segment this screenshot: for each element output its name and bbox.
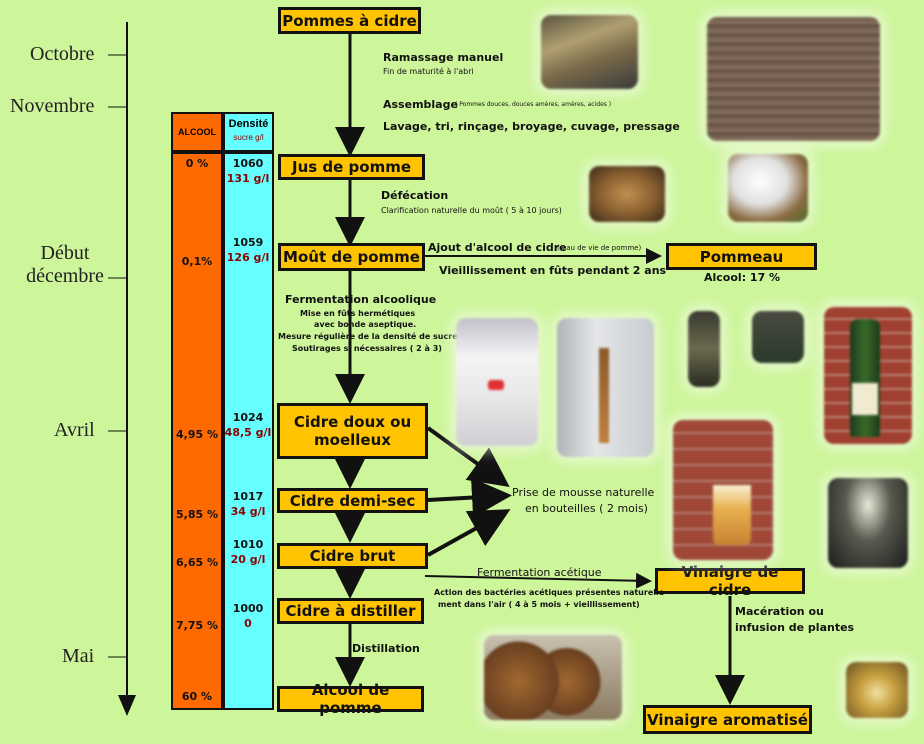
note-fermentation: Fermentation alcoolique <box>285 293 437 306</box>
product-vinaigre-de-cidre: Vinaigre de cidre <box>655 563 805 599</box>
photo-bottles-small <box>688 311 720 387</box>
note-clarification: Clarification naturelle du moût ( 5 à 10… <box>381 206 562 215</box>
alcool-value: 6,65 % <box>176 556 218 569</box>
photo-apple-sorting <box>541 15 638 89</box>
stage-cidre-a-distiller: Cidre à distiller <box>277 598 424 624</box>
alcool-header-cell <box>171 112 223 152</box>
photo-hydrometer <box>557 318 654 457</box>
alcool-value: 7,75 % <box>176 619 218 632</box>
note-prise-mousse-2: en bouteilles ( 2 mois) <box>525 502 648 515</box>
stage-jus-de-pomme: Jus de pomme <box>278 154 425 180</box>
timeline-arrowhead <box>118 695 136 716</box>
photo-pouring-cider <box>673 420 773 560</box>
photo-herbs-jar <box>846 662 908 718</box>
note-ramassage: Ramassage manuel <box>383 51 504 64</box>
stage-alcool-de-pomme: Alcool de pomme <box>277 681 424 717</box>
note-maceration-2: infusion de plantes <box>735 621 855 634</box>
densite-header: Densité <box>228 118 269 130</box>
stage-cidre-brut: Cidre brut <box>277 543 428 569</box>
photo-bottle-neck <box>752 311 804 363</box>
note-soutirages: Soutirages si nécessaires ( 2 à 3) <box>292 344 442 353</box>
stage-pommes-a-cidre: Pommes à cidre <box>278 7 421 34</box>
note-assemblage: Assemblage <box>383 98 458 111</box>
photo-cidre-bottle <box>824 307 912 444</box>
note-maturite: Fin de maturité à l'abri <box>383 67 474 76</box>
note-assemblage-detail: ( Pommes douces, douces amères, amères, … <box>455 101 612 108</box>
month-mai: Mai <box>62 645 95 667</box>
photo-must-surface <box>589 166 665 222</box>
alcool-value: 0,1% <box>181 255 213 268</box>
month-octobre: Octobre <box>30 43 95 65</box>
alcool-value: 5,85 % <box>176 508 218 521</box>
stage-cidre-doux: Cidre doux ou moelleux <box>277 403 428 459</box>
month-novembre: Novembre <box>10 95 95 117</box>
note-ajout-alcool: Ajout d'alcool de cidre <box>428 241 567 254</box>
densite-subheader: sucre g/l <box>233 133 264 142</box>
note-prise-mousse-1: Prise de mousse naturelle <box>512 486 655 499</box>
note-mise-futs: Mise en fûts hermétiques <box>300 309 416 318</box>
photo-barrels <box>484 635 622 720</box>
stage-mout-de-pomme: Moût de pomme <box>278 243 425 271</box>
product-pommeau: Pommeau <box>666 243 817 270</box>
product-vinaigre-aromatise: Vinaigre aromatisé <box>643 705 812 734</box>
alcool-header: ALCOOL <box>178 127 216 137</box>
densite-column <box>223 152 274 710</box>
photo-fermenter <box>456 318 538 446</box>
photo-elderflower <box>828 478 908 568</box>
note-vieillissement: Vieillissement en fûts pendant 2 ans <box>439 264 667 277</box>
note-bonde: avec bonde aseptique. <box>314 320 417 329</box>
note-distillation: Distillation <box>352 642 420 655</box>
alcool-value: 0 % <box>185 157 209 170</box>
month-avril: Avril <box>54 419 95 441</box>
alcool-value: 4,95 % <box>176 428 218 441</box>
photo-barrel-sediment <box>728 154 808 222</box>
note-maceration-1: Macération ou <box>735 605 824 618</box>
note-mesure: Mesure régulière de la densité de sucre. <box>278 332 461 341</box>
month-debut-decembre: Début décembre <box>26 242 104 287</box>
alcool-value: 60 % <box>181 690 213 703</box>
note-action-bacteries-2: ment dans l'air ( 4 à 5 mois + vieilliss… <box>438 600 640 609</box>
alcool-column <box>171 152 223 710</box>
densite-header-cell <box>223 112 274 152</box>
photo-press <box>707 17 880 141</box>
stage-cidre-demi-sec: Cidre demi-sec <box>277 488 428 513</box>
note-fermentation-acetique: Fermentation acétique <box>477 566 602 579</box>
note-ajout-detail: ( eau de vie de pomme) <box>557 244 642 252</box>
note-action-bacteries-1: Action des bactéries acétiques présentes… <box>434 588 668 597</box>
note-defecation: Défécation <box>381 189 449 202</box>
note-lavage: Lavage, tri, rinçage, broyage, cuvage, p… <box>383 120 680 133</box>
pommeau-alcool: Alcool: 17 % <box>704 271 781 284</box>
